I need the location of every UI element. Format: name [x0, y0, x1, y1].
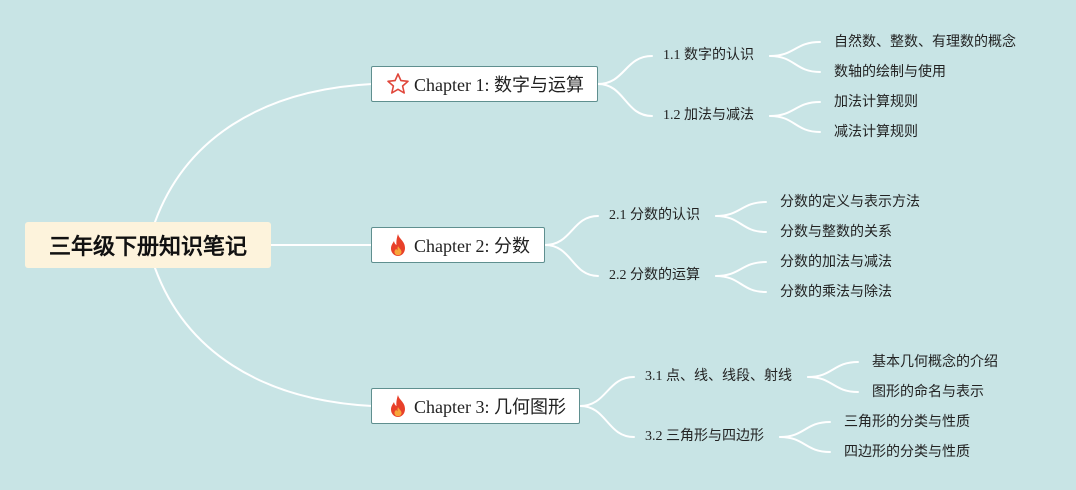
chapter-2-node[interactable]: Chapter 2: 分数	[371, 227, 545, 263]
leaf-2-2-1[interactable]: 分数的加法与减法	[780, 254, 892, 270]
connector-s11-leaf1	[769, 41, 821, 57]
section-2-2[interactable]: 2.2 分数的运算	[609, 268, 700, 283]
connector-s22-leaf2	[715, 275, 767, 293]
leaf-1-1-1[interactable]: 自然数、整数、有理数的概念	[834, 34, 1016, 50]
connector-ch3-s32	[579, 405, 635, 438]
connector-s31-leaf1	[807, 361, 859, 378]
leaf-2-1-2[interactable]: 分数与整数的关系	[780, 224, 892, 240]
connector-s31-leaf2	[807, 376, 859, 393]
connector-root-ch3	[154, 267, 373, 407]
star-outline-icon	[386, 72, 410, 96]
chapter-3-node[interactable]: Chapter 3: 几何图形	[371, 388, 580, 424]
connector-s22-leaf1	[715, 261, 767, 277]
fire-icon	[386, 233, 410, 257]
connector-ch1-s12	[597, 83, 653, 117]
section-3-1[interactable]: 3.1 点、线、线段、射线	[645, 369, 792, 384]
connector-s12-leaf2	[769, 115, 821, 133]
connector-ch1-s11	[597, 55, 653, 85]
root-title: 三年级下册知识笔记	[48, 235, 247, 260]
leaf-3-1-1[interactable]: 基本几何概念的介绍	[872, 354, 998, 370]
leaf-2-1-1[interactable]: 分数的定义与表示方法	[780, 194, 920, 210]
connector-root-ch1	[154, 83, 373, 223]
fire-icon	[386, 394, 410, 418]
connector-s21-leaf1	[715, 201, 767, 217]
leaf-1-1-2[interactable]: 数轴的绘制与使用	[834, 64, 946, 80]
leaf-3-1-2[interactable]: 图形的命名与表示	[872, 384, 984, 400]
connector-s32-leaf1	[779, 421, 831, 438]
connector-s12-leaf1	[769, 101, 821, 117]
connector-s32-leaf2	[779, 436, 831, 453]
chapter-1-label: Chapter 1: 数字与运算	[414, 75, 584, 95]
connector-ch2-s22	[544, 244, 599, 277]
connector-s11-leaf2	[769, 55, 821, 73]
leaf-1-2-1[interactable]: 加法计算规则	[834, 94, 918, 110]
chapter-3-label: Chapter 3: 几何图形	[414, 397, 566, 417]
chapter-2-label: Chapter 2: 分数	[414, 236, 530, 256]
leaf-3-2-1[interactable]: 三角形的分类与性质	[844, 414, 970, 430]
section-3-2[interactable]: 3.2 三角形与四边形	[645, 429, 764, 444]
leaf-2-2-2[interactable]: 分数的乘法与除法	[780, 284, 892, 300]
leaf-3-2-2[interactable]: 四边形的分类与性质	[844, 444, 970, 460]
connector-s21-leaf2	[715, 215, 767, 233]
root-node[interactable]: 三年级下册知识笔记	[25, 222, 271, 268]
section-2-1[interactable]: 2.1 分数的认识	[609, 208, 700, 223]
section-1-2[interactable]: 1.2 加法与减法	[663, 108, 754, 123]
section-1-1[interactable]: 1.1 数字的认识	[663, 48, 754, 63]
leaf-1-2-2[interactable]: 减法计算规则	[834, 124, 918, 140]
connector-ch3-s31	[579, 376, 635, 407]
chapter-1-node[interactable]: Chapter 1: 数字与运算	[371, 66, 598, 102]
connector-ch2-s21	[544, 215, 599, 246]
